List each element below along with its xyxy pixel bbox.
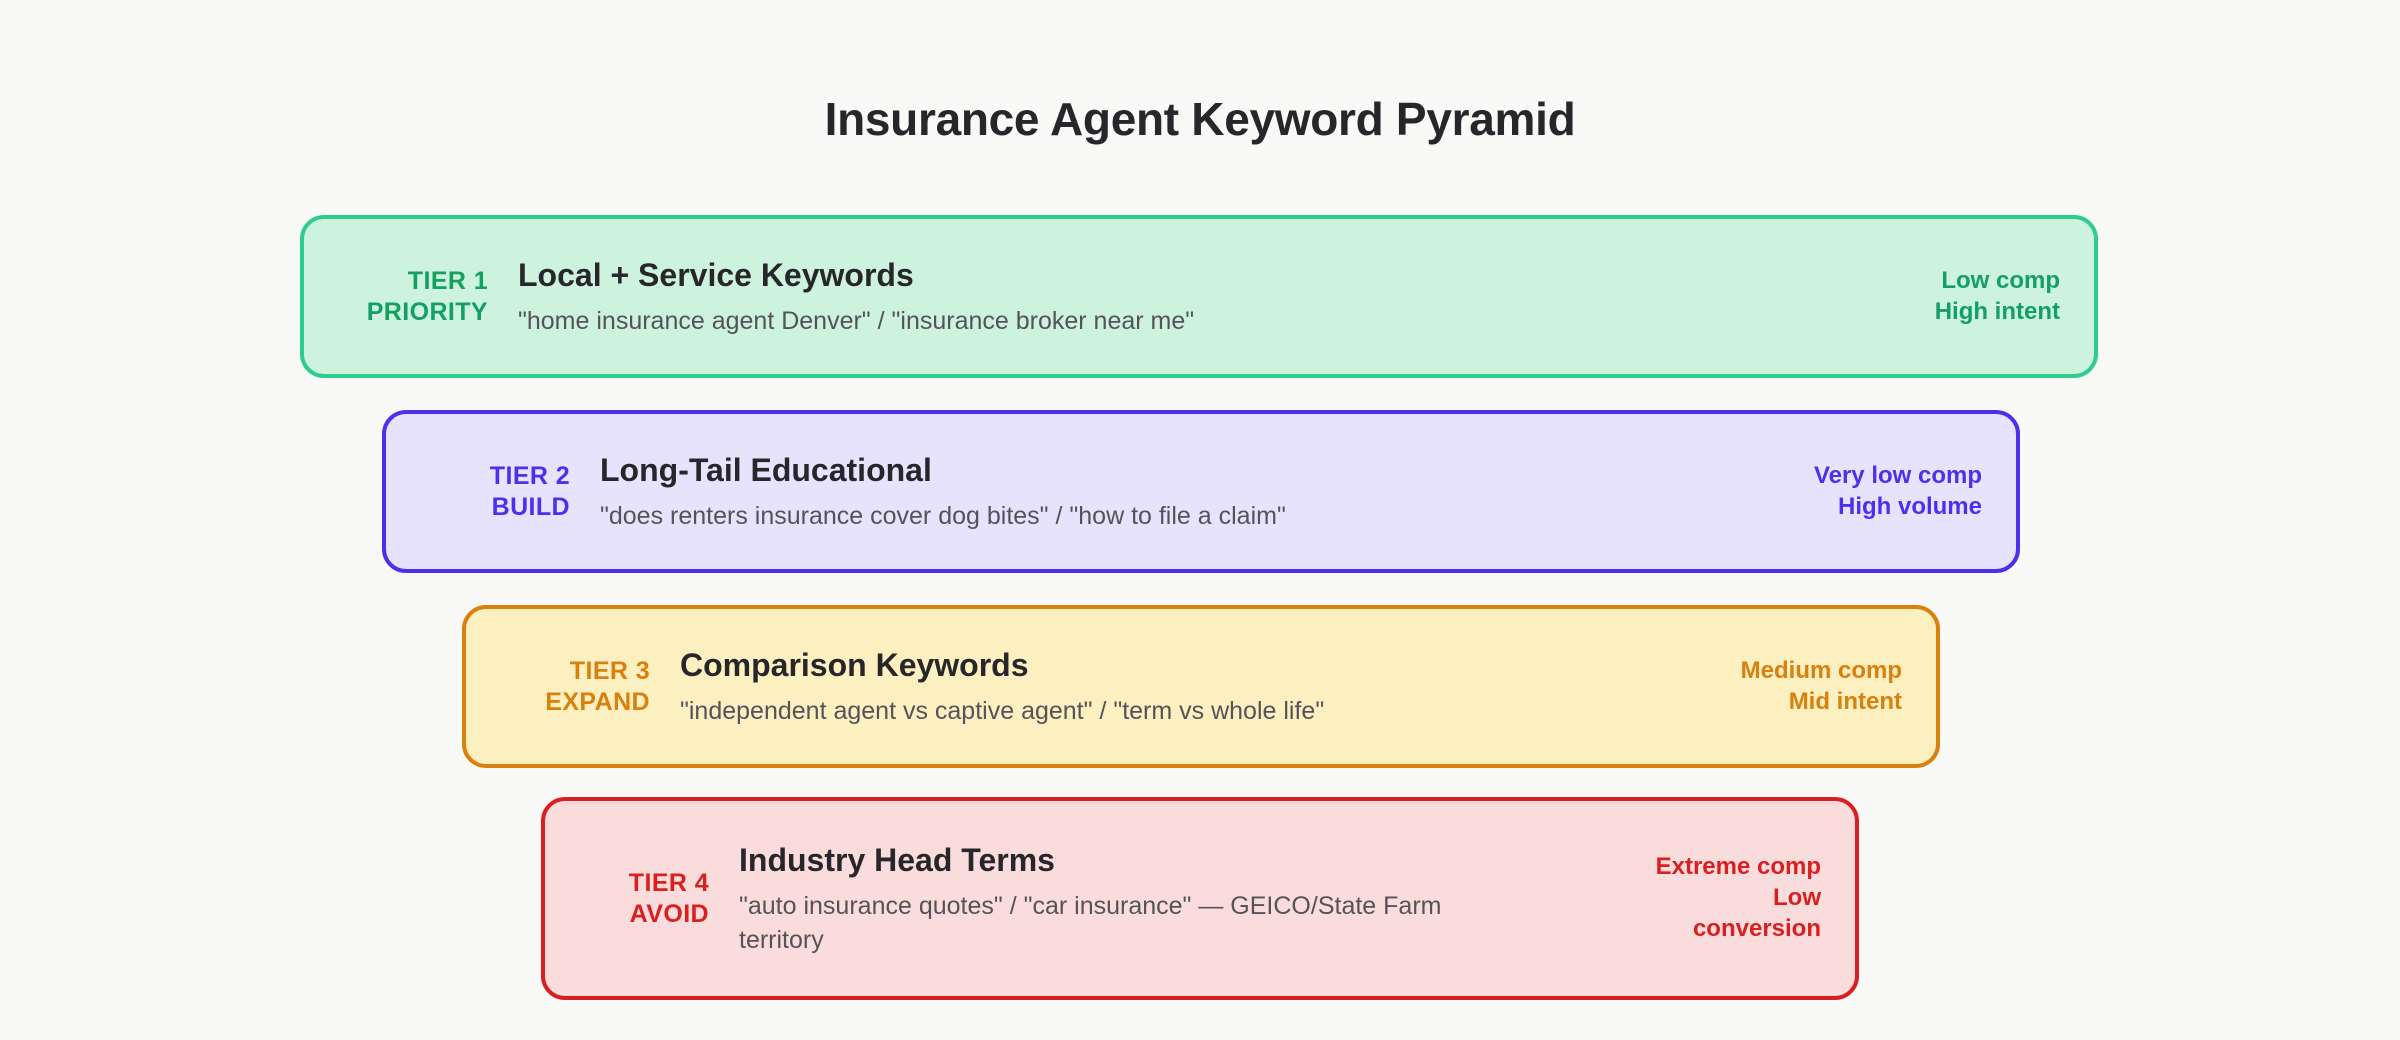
tier-4-metrics: Extreme comp Low conversion xyxy=(1655,853,1821,942)
tier-3-body: Comparison Keywords "independent agent v… xyxy=(680,645,1687,729)
tier-1-label: TIER 1 PRIORITY xyxy=(366,266,488,326)
page-title: Insurance Agent Keyword Pyramid xyxy=(824,93,1576,145)
tier-row-3[interactable]: TIER 3 EXPAND Comparison Keywords "indep… xyxy=(462,605,1940,768)
tier-2-keywords: "does renters insurance cover dog bites"… xyxy=(600,501,1286,530)
tier-row-1[interactable]: TIER 1 PRIORITY Local + Service Keywords… xyxy=(300,215,2098,378)
tier-row-2[interactable]: TIER 2 BUILD Long-Tail Educational "does… xyxy=(382,410,2020,573)
tier-2-metrics: Very low comp High volume xyxy=(1813,461,1982,520)
tier-3-label: TIER 3 EXPAND xyxy=(545,656,650,716)
tier-1-body: Local + Service Keywords "home insurance… xyxy=(518,255,1830,339)
tier-2-label: TIER 2 BUILD xyxy=(489,461,570,521)
tier-3-metrics: Medium comp Mid intent xyxy=(1740,656,1902,715)
tier-row-4[interactable]: TIER 4 AVOID Industry Head Terms "auto i… xyxy=(541,797,1859,1000)
tier-4-label: TIER 4 AVOID xyxy=(628,868,709,928)
tier-4-heading: Industry Head Terms xyxy=(739,841,1055,878)
tier-3-keywords: "independent agent vs captive agent" / "… xyxy=(680,696,1325,725)
tier-2-heading: Long-Tail Educational xyxy=(600,451,932,488)
tier-2-body: Long-Tail Educational "does renters insu… xyxy=(600,450,1742,534)
tier-1-heading: Local + Service Keywords xyxy=(518,256,914,293)
tier-4-body: Industry Head Terms "auto insurance quot… xyxy=(739,840,1641,958)
tier-4-keywords: "auto insurance quotes" / "car insurance… xyxy=(739,891,1442,954)
tier-1-metrics: Low comp High intent xyxy=(1934,266,2060,325)
tier-1-keywords: "home insurance agent Denver" / "insuran… xyxy=(518,306,1195,335)
tier-3-heading: Comparison Keywords xyxy=(680,646,1029,683)
